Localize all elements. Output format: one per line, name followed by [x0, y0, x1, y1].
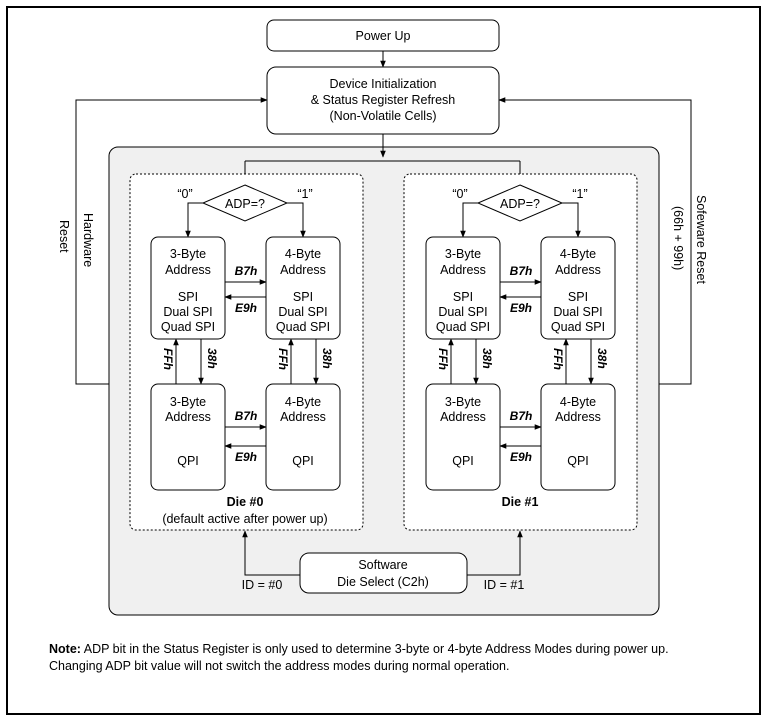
- init-label-line1: Device Initialization: [330, 77, 437, 91]
- hardware-reset-label-line2: Reset: [57, 220, 71, 253]
- init-label-line3: (Non-Volatile Cells): [330, 109, 437, 123]
- die-0-panel: ADP=? “0” “1” 3-Byte Address SPI Dual SP…: [129, 173, 364, 531]
- die-0-title: Die #0: [227, 495, 264, 509]
- die-1-cmd-e9h-qpi: E9h: [510, 450, 532, 464]
- mode-title: 4-Byte: [285, 247, 321, 261]
- die-1-4byte-spi-box: 4-Byte Address SPI Dual SPI Quad SPI: [540, 236, 616, 340]
- power-up-label: Power Up: [356, 29, 411, 43]
- die-0-adp-label: ADP=?: [225, 197, 265, 211]
- mode-spi: SPI: [293, 290, 313, 304]
- die-0-cmd-ffh-right: FFh: [276, 348, 290, 370]
- software-die-select-box: Software Die Select (C2h): [299, 552, 468, 594]
- die-1-4byte-qpi-box: 4-Byte Address QPI: [540, 383, 616, 491]
- mode-spi: SPI: [453, 290, 473, 304]
- die-0-adp-one: “1”: [297, 187, 312, 201]
- mode-quad-spi: Quad SPI: [276, 320, 330, 334]
- note-line1: ADP bit in the Status Register is only u…: [80, 642, 669, 656]
- die-1-cmd-ffh-left: FFh: [436, 348, 450, 370]
- power-up-box: Power Up: [266, 19, 500, 52]
- mode-address: Address: [280, 410, 326, 424]
- die-1-title: Die #1: [502, 495, 539, 509]
- die-0-3byte-spi-box: 3-Byte Address SPI Dual SPI Quad SPI: [150, 236, 226, 340]
- init-label-line2: & Status Register Refresh: [311, 93, 456, 107]
- device-initialization-box: Device Initialization & Status Register …: [266, 66, 500, 135]
- die-0-cmd-ffh-left: FFh: [161, 348, 175, 370]
- software-label-line2: Die Select (C2h): [337, 575, 429, 589]
- mode-qpi: QPI: [567, 454, 589, 468]
- mode-dual-spi: Dual SPI: [163, 305, 212, 319]
- die-0-cmd-b7h-qpi: B7h: [235, 409, 258, 423]
- software-reset-loop: [498, 97, 692, 385]
- die-1-cmd-e9h-spi: E9h: [510, 301, 532, 315]
- die-1-arrow-zero: [460, 202, 478, 238]
- id-label-die1: ID = #1: [484, 578, 525, 592]
- die-1-cmd-b7h-qpi: B7h: [510, 409, 533, 423]
- mode-dual-spi: Dual SPI: [438, 305, 487, 319]
- mode-dual-spi: Dual SPI: [278, 305, 327, 319]
- mode-title: 4-Byte: [285, 395, 321, 409]
- die-0-4byte-qpi-box: 4-Byte Address QPI: [265, 383, 341, 491]
- note-prefix: Note:: [49, 642, 81, 656]
- mode-quad-spi: Quad SPI: [436, 320, 490, 334]
- die-0-arrow-zero: [185, 202, 203, 238]
- die-1-cmd-38h-left: 38h: [480, 348, 494, 369]
- die-1-cmd-ffh-right: FFh: [551, 348, 565, 370]
- mode-qpi: QPI: [292, 454, 314, 468]
- die-0-cmd-38h-right: 38h: [320, 348, 334, 369]
- arrow-select-die1: [467, 530, 523, 576]
- mode-quad-spi: Quad SPI: [551, 320, 605, 334]
- software-label-line1: Software: [358, 558, 407, 572]
- die-1-cmd-b7h-spi: B7h: [510, 264, 533, 278]
- mode-address: Address: [165, 410, 211, 424]
- note-text: Note: ADP bit in the Status Register is …: [49, 641, 749, 675]
- die-0-adp-zero: “0”: [177, 187, 192, 201]
- mode-dual-spi: Dual SPI: [553, 305, 602, 319]
- mode-address: Address: [440, 263, 486, 277]
- mode-title: 4-Byte: [560, 395, 596, 409]
- die-1-arrow-one: [562, 202, 581, 238]
- die-1-3byte-spi-box: 3-Byte Address SPI Dual SPI Quad SPI: [425, 236, 501, 340]
- die-0-cmd-e9h-spi: E9h: [235, 301, 257, 315]
- die-1-adp-one: “1”: [572, 187, 587, 201]
- mode-address: Address: [440, 410, 486, 424]
- mode-title: 4-Byte: [560, 247, 596, 261]
- software-reset-label-line2: (66h + 99h): [671, 206, 685, 270]
- die-0-adp-decision: [201, 184, 289, 222]
- figure-frame: [6, 6, 761, 715]
- mode-title: 3-Byte: [445, 395, 481, 409]
- mode-quad-spi: Quad SPI: [161, 320, 215, 334]
- die-1-adp-label: ADP=?: [500, 197, 540, 211]
- arrow-select-die0: [242, 530, 300, 576]
- mode-address: Address: [280, 263, 326, 277]
- mode-address: Address: [555, 263, 601, 277]
- die-0-cmd-e9h-qpi: E9h: [235, 450, 257, 464]
- die-0-cmd-b7h-spi: B7h: [235, 264, 258, 278]
- mode-address: Address: [555, 410, 601, 424]
- mode-qpi: QPI: [452, 454, 474, 468]
- id-label-die0: ID = #0: [242, 578, 283, 592]
- software-reset-label-line1: Sofeware Reset: [694, 195, 708, 284]
- die-1-adp-decision: [476, 184, 564, 222]
- die-0-4byte-spi-box: 4-Byte Address SPI Dual SPI Quad SPI: [265, 236, 341, 340]
- hardware-reset-label-line1: Hardware: [81, 213, 95, 267]
- mode-qpi: QPI: [177, 454, 199, 468]
- mode-address: Address: [165, 263, 211, 277]
- die-0-cmd-38h-left: 38h: [205, 348, 219, 369]
- mode-title: 3-Byte: [445, 247, 481, 261]
- hardware-reset-loop: [75, 97, 268, 385]
- die-1-cmd-38h-right: 38h: [595, 348, 609, 369]
- mode-title: 3-Byte: [170, 395, 206, 409]
- die-1-3byte-qpi-box: 3-Byte Address QPI: [425, 383, 501, 491]
- die-0-arrow-one: [287, 202, 306, 238]
- mode-spi: SPI: [178, 290, 198, 304]
- die-1-adp-zero: “0”: [452, 187, 467, 201]
- die-0-subtitle: (default active after power up): [162, 512, 327, 526]
- die-1-panel: ADP=? “0” “1” 3-Byte Address SPI Dual SP…: [403, 173, 638, 531]
- mode-title: 3-Byte: [170, 247, 206, 261]
- die-0-3byte-qpi-box: 3-Byte Address QPI: [150, 383, 226, 491]
- mode-spi: SPI: [568, 290, 588, 304]
- note-line2: Changing ADP bit value will not switch t…: [49, 659, 510, 673]
